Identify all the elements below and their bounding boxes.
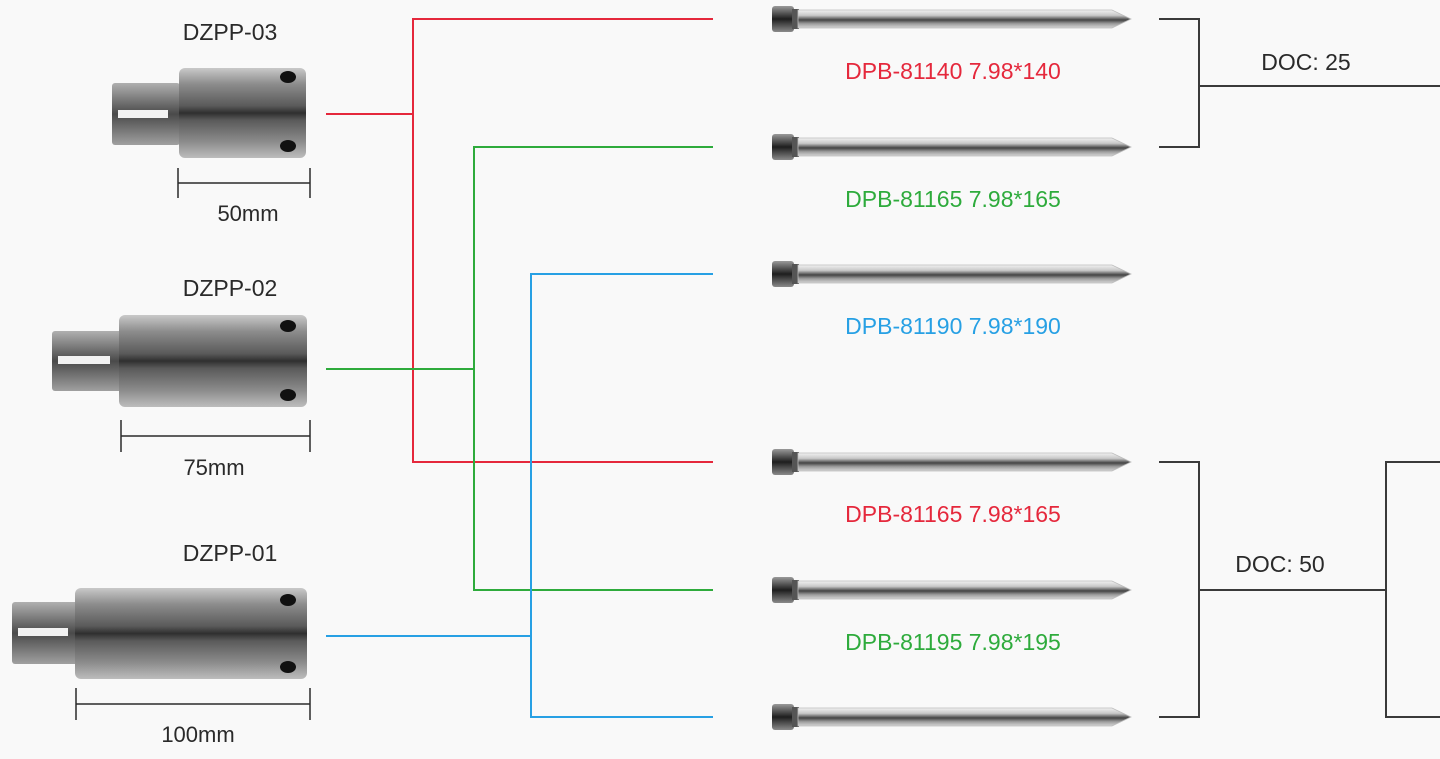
connector-red <box>326 18 713 115</box>
pilot-pin-icon <box>772 6 1132 32</box>
adapter-image <box>12 588 307 679</box>
group-label: DOC: 50 <box>1235 551 1324 577</box>
connector-blue-lower <box>530 636 713 718</box>
pilot-pin-icon <box>772 577 1132 603</box>
pilot-pin <box>772 704 1132 730</box>
pilot-pin: DPB-81140 7.98*140 <box>772 6 1132 84</box>
pilot-pin: DPB-81195 7.98*195 <box>772 577 1132 655</box>
adapter-image <box>112 68 306 158</box>
adapter-dimension: 50mm <box>217 201 278 226</box>
adapter-dzpp-01: DZPP-01 100mm <box>12 540 311 747</box>
pilot-pin: DPB-81165 7.98*165 <box>772 134 1132 212</box>
dimension-line <box>75 688 311 720</box>
pilot-pin: DPB-81165 7.98*165 <box>772 449 1132 527</box>
pilot-pin-icon <box>772 134 1132 160</box>
dimension-line <box>177 168 311 198</box>
pilot-pin-icon <box>772 704 1132 730</box>
dimension-line <box>120 420 311 452</box>
adapter-dimension: 75mm <box>183 455 244 480</box>
pilot-pin-label: DPB-81190 7.98*190 <box>845 313 1061 339</box>
adapter-dimension: 100mm <box>161 722 234 747</box>
group-doc-25 <box>1159 18 1440 148</box>
pilot-pin: DPB-81190 7.98*190 <box>772 261 1132 339</box>
adapter-image <box>52 315 307 407</box>
connector-green <box>326 146 713 370</box>
pilot-pin-label: DPB-81165 7.98*165 <box>845 186 1061 212</box>
adapter-dzpp-03: DZPP-03 50mm <box>112 19 311 226</box>
adapter-name: DZPP-03 <box>183 19 278 45</box>
connector-lines <box>326 18 713 718</box>
pilot-pin-label: DPB-81165 7.98*165 <box>845 501 1061 527</box>
adapter-dzpp-02: DZPP-02 75mm <box>52 275 311 480</box>
bracket <box>1159 18 1200 148</box>
bracket-outer <box>1385 461 1440 718</box>
group-doc-50 <box>1159 461 1440 718</box>
pilot-pin-label: DPB-81195 7.98*195 <box>845 629 1061 655</box>
adapter-name: DZPP-02 <box>183 275 278 301</box>
group-label: DOC: 25 <box>1261 49 1350 75</box>
connector-red-lower <box>412 114 713 463</box>
pilot-pin-icon <box>772 449 1132 475</box>
connector-green-lower <box>473 369 713 591</box>
connector-blue <box>326 273 713 637</box>
pilot-pin-icon <box>772 261 1132 287</box>
adapter-name: DZPP-01 <box>183 540 278 566</box>
bracket <box>1159 461 1200 718</box>
pilot-pin-label: DPB-81140 7.98*140 <box>845 58 1061 84</box>
